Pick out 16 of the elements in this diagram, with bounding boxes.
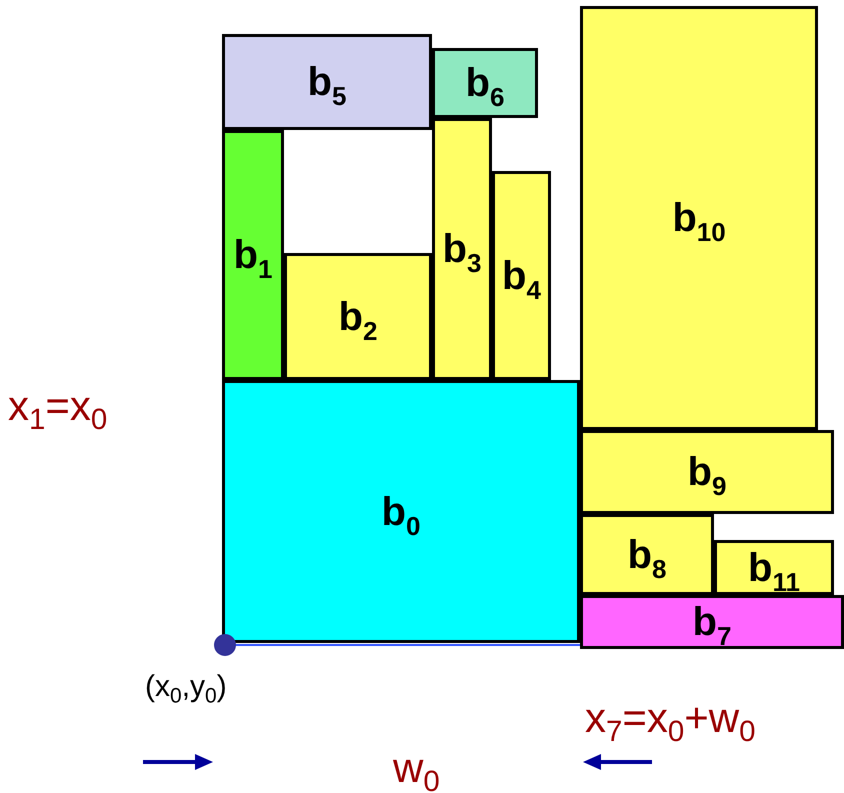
bin-rectangle [580,430,834,514]
coordinate-label: x$_{1}$=x$_{0}$ [8,385,108,427]
bin-rectangle [580,514,714,595]
bin-rectangle [580,595,844,649]
bin-rectangle [222,380,580,643]
dimension-label: w$_{0}$ [393,747,440,789]
bin-rectangle [492,171,551,380]
coordinate-label: (x$_{0}$,y$_{0}$) [145,672,227,702]
bin-rectangle [222,130,284,380]
bin-rectangle [432,48,538,118]
coordinate-label: x$_{7}$=x$_{0}$+w$_{0}$ [585,697,756,739]
bin-rectangle [432,118,492,380]
bin-rectangle [714,540,834,595]
bin-rectangle [222,34,432,130]
bin-rectangle [580,6,818,430]
bin-rectangle [284,253,432,380]
